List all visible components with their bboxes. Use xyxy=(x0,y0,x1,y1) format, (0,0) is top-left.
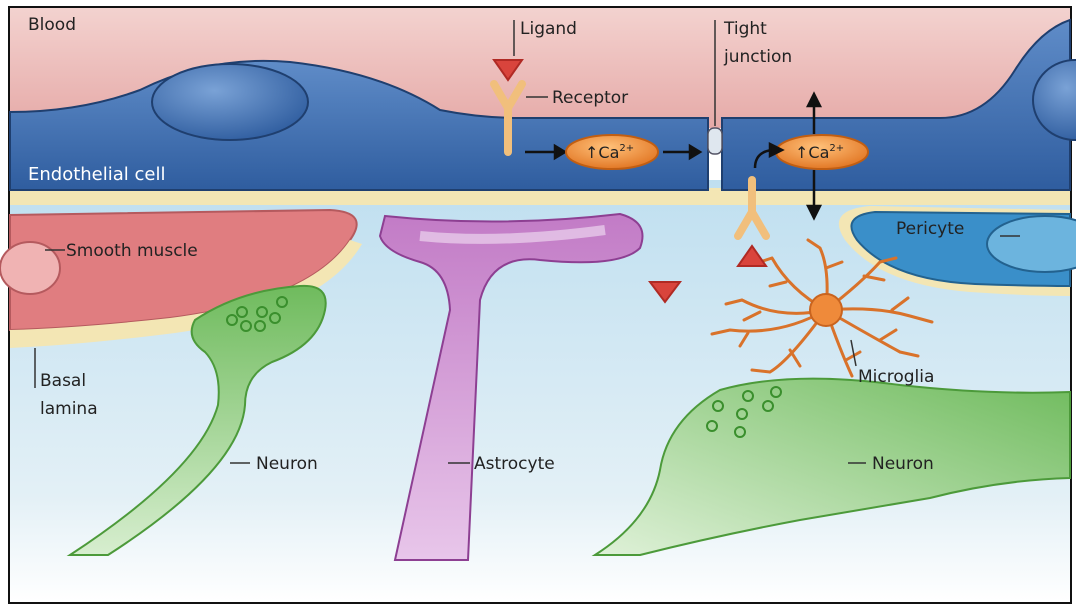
label-blood: Blood xyxy=(28,15,76,35)
label-neuron-left: Neuron xyxy=(256,454,318,474)
label-neuron-right: Neuron xyxy=(872,454,934,474)
label-astrocyte: Astrocyte xyxy=(474,454,555,474)
label-receptor: Receptor xyxy=(552,88,628,108)
label-basal-line1: Basal xyxy=(40,371,86,391)
label-endothelial-cell: Endothelial cell xyxy=(28,164,166,185)
label-ligand: Ligand xyxy=(520,19,577,39)
label-basal-line2: lamina xyxy=(40,399,98,419)
endothelial-nucleus-left xyxy=(152,64,308,140)
label-tight-junction-line1: Tight xyxy=(723,19,767,39)
tight-junction xyxy=(708,128,722,154)
label-pericyte: Pericyte xyxy=(896,219,964,239)
label-tight-junction-line2: junction xyxy=(723,47,792,67)
label-microglia: Microglia xyxy=(858,367,934,387)
microglia-body xyxy=(810,294,842,326)
label-smooth-muscle: Smooth muscle xyxy=(66,241,198,261)
